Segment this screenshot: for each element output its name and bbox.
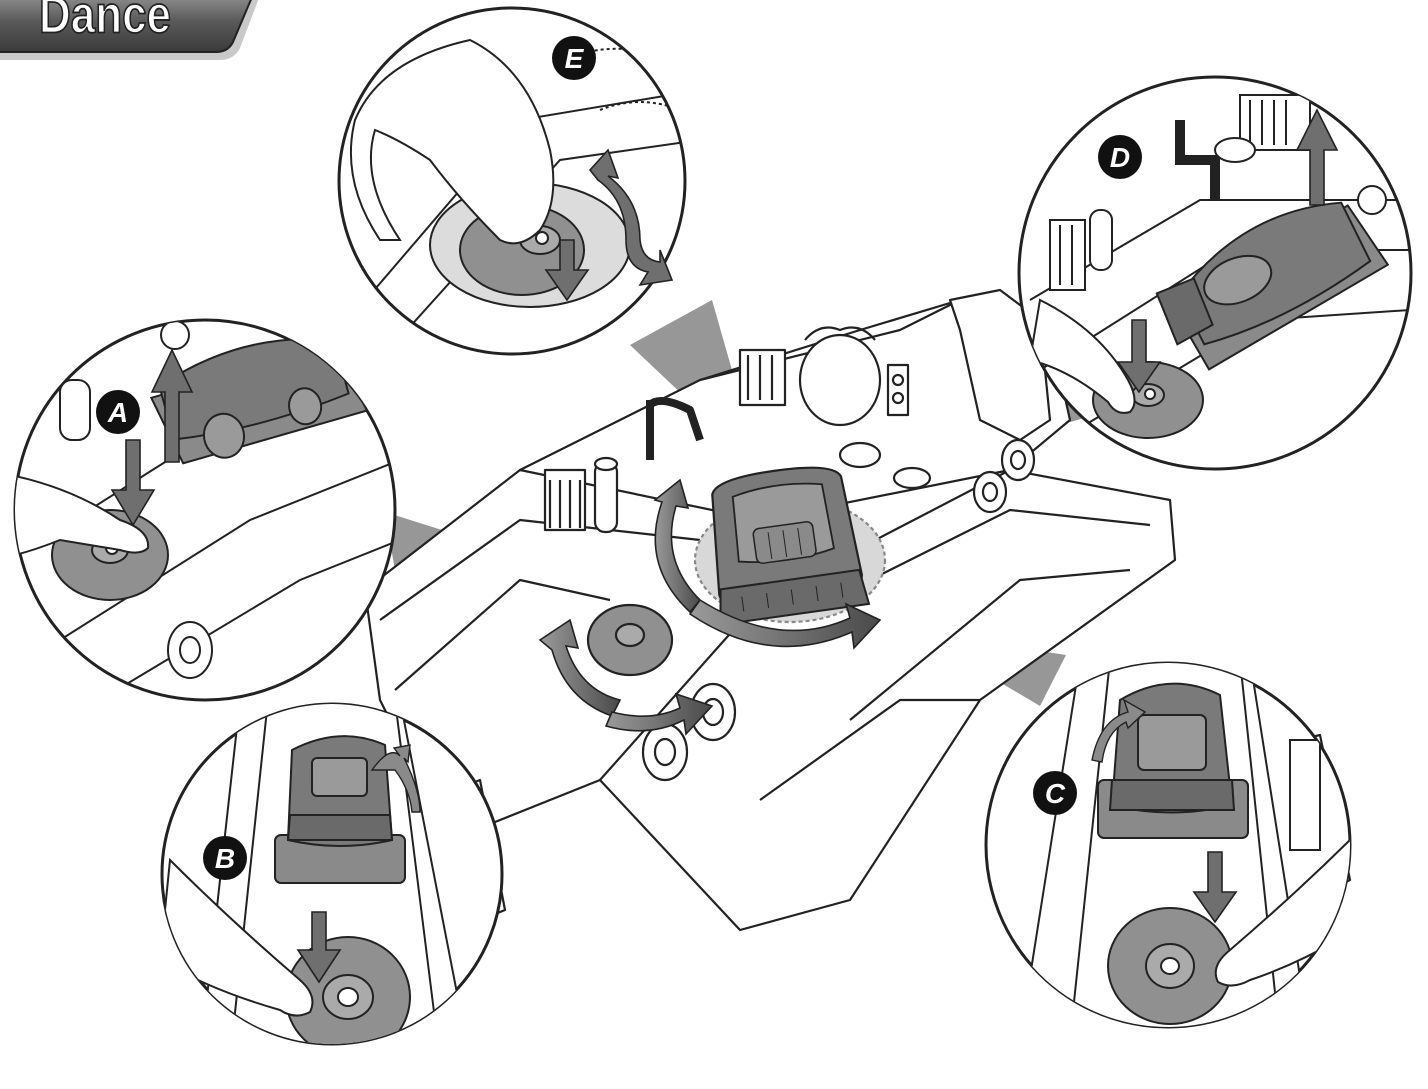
- callout-c: C: [986, 660, 1370, 1040]
- badge-b-label: B: [215, 843, 235, 874]
- speaker-box: [888, 365, 908, 415]
- badge-b: B: [203, 836, 247, 880]
- badge-a-label: A: [107, 397, 128, 428]
- badge-c: C: [1033, 771, 1077, 815]
- banner: Dance: [0, 0, 262, 60]
- badge-e: E: [552, 36, 596, 80]
- badge-d: D: [1098, 135, 1142, 179]
- badge-d-label: D: [1110, 142, 1130, 173]
- callout-a: A: [0, 320, 400, 700]
- badge-e-label: E: [565, 43, 585, 74]
- banner-title: Dance: [39, 0, 171, 44]
- badge-c-label: C: [1045, 778, 1066, 809]
- callout-b: B: [160, 700, 502, 1060]
- badge-a: A: [96, 390, 140, 434]
- callout-e: E: [339, 8, 700, 360]
- race-car-main: [700, 460, 869, 624]
- callout-d: D: [1019, 77, 1411, 469]
